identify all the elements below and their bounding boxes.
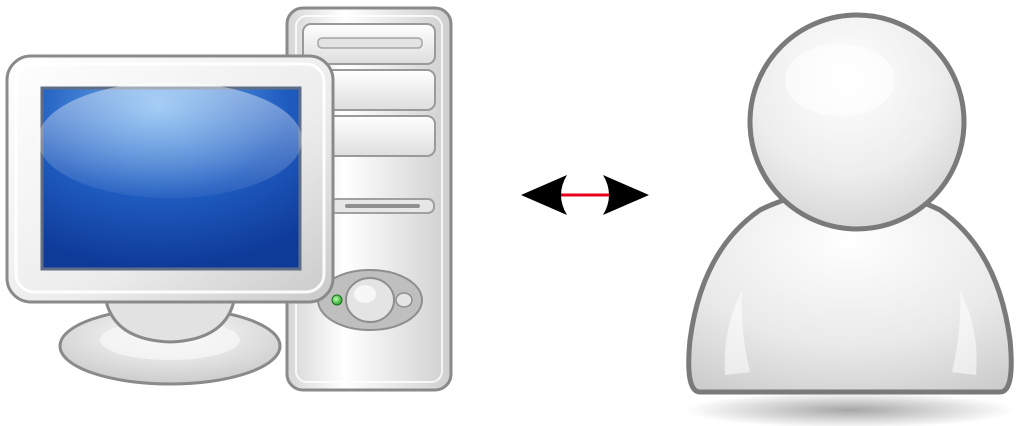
monitor-stand xyxy=(60,296,280,384)
arrowhead-right xyxy=(603,175,649,215)
desktop-computer-icon xyxy=(0,0,460,426)
user-person-icon xyxy=(680,0,1021,426)
arrowhead-left xyxy=(521,175,567,215)
user-shadow xyxy=(685,392,1015,426)
monitor xyxy=(7,56,333,302)
double-arrow-icon xyxy=(515,170,655,220)
power-led xyxy=(332,295,342,305)
